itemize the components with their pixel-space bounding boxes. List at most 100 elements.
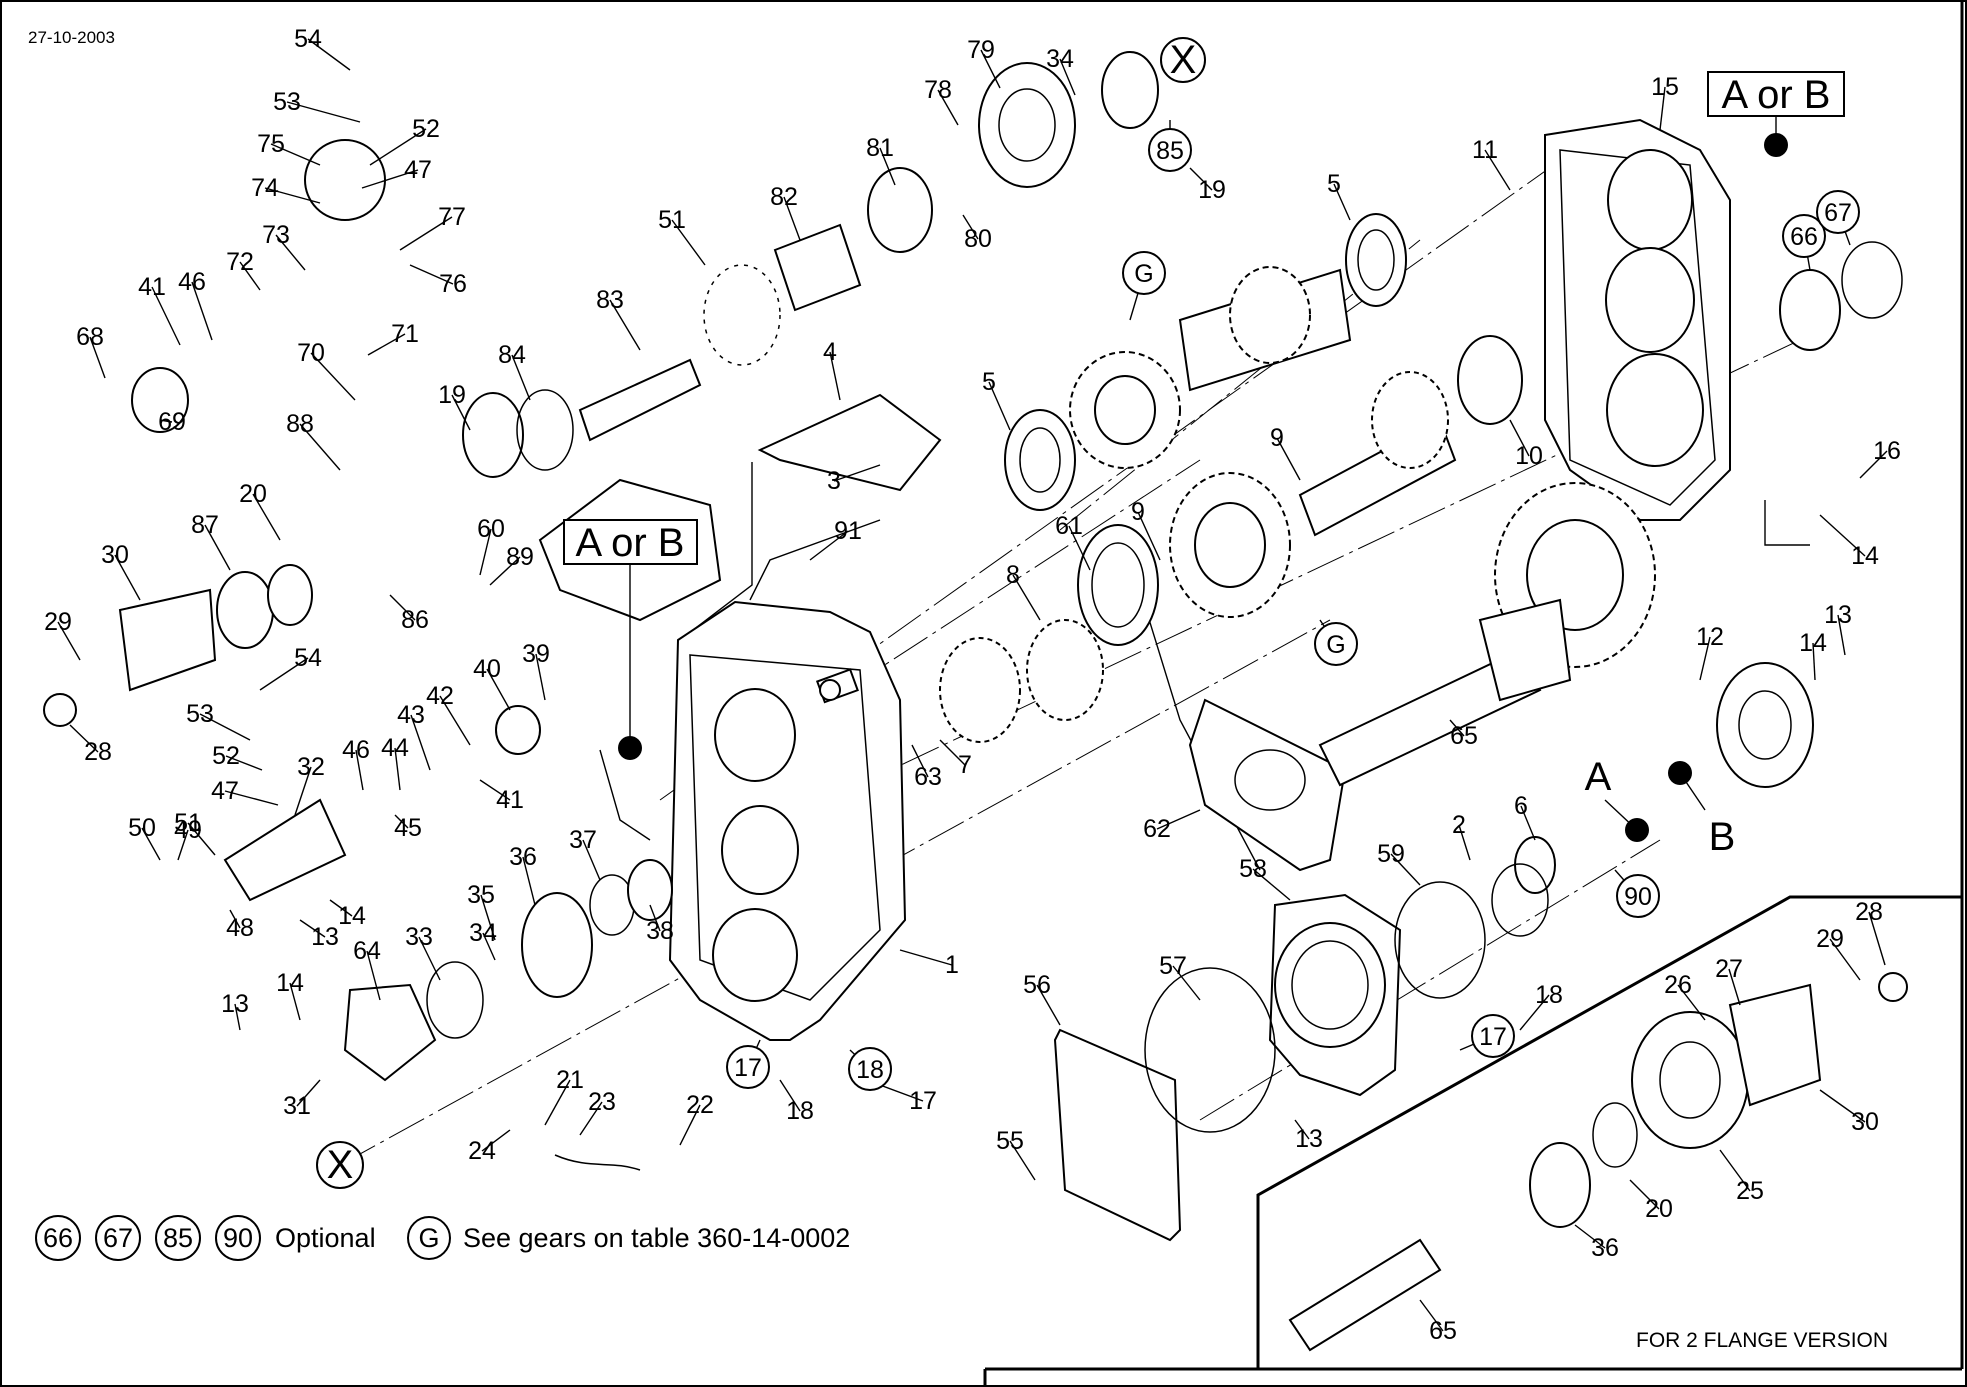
part-number-label: 52	[212, 742, 240, 770]
part-number-label: 18	[856, 1056, 884, 1084]
label-circle	[1314, 622, 1358, 666]
gear-train	[939, 213, 1903, 937]
part-number-label: 64	[353, 937, 381, 965]
leader-line	[1012, 574, 1041, 621]
part-number-label: 57	[1159, 952, 1187, 980]
part-number-label: 59	[1377, 840, 1405, 868]
part-number-label: 91	[834, 517, 862, 545]
part-number-label: 34	[1046, 45, 1074, 73]
leader-line	[1333, 183, 1351, 221]
o-ring-57	[1144, 967, 1276, 1133]
coupling-81	[867, 167, 933, 253]
part-number-label: 7	[958, 751, 972, 779]
leader-line	[234, 1003, 241, 1031]
cap-40	[495, 705, 541, 755]
leader-line	[275, 234, 306, 271]
part-number-label: 73	[262, 221, 290, 249]
legend-optional-number: 67	[103, 1223, 133, 1253]
part-number-label: 62	[1143, 815, 1171, 843]
leader-line	[259, 657, 309, 691]
part-number-label: 20	[239, 480, 267, 508]
part-number-label: 24	[468, 1137, 496, 1165]
part-number-label: 66	[1790, 223, 1818, 251]
part-number-label: 65	[1429, 1317, 1457, 1345]
part-number-label: 41	[138, 273, 166, 301]
leader-line	[418, 936, 441, 981]
part-number-label: 47	[404, 156, 432, 184]
part-number-label: 1	[945, 951, 959, 979]
part-number-label: 49	[174, 816, 202, 844]
leader-line	[649, 904, 661, 932]
seal-20	[267, 564, 313, 626]
leader-line	[225, 755, 263, 771]
sleeve-82	[773, 223, 862, 312]
leader-line	[451, 394, 471, 431]
leader-line	[579, 1101, 603, 1136]
leader-line	[511, 354, 531, 401]
legend-optional-text: Optional	[275, 1223, 376, 1253]
leader-line	[307, 38, 351, 71]
part-number-label: 17	[1479, 1023, 1507, 1051]
leader-line	[89, 336, 106, 379]
leader-line	[1574, 1224, 1606, 1249]
leader-line	[299, 423, 341, 471]
part-number-label: 34	[469, 919, 497, 947]
leader-line	[389, 594, 416, 621]
bearing-10	[1457, 335, 1523, 425]
part-number-label: 51	[174, 809, 202, 837]
part-number-label: 3	[827, 467, 841, 495]
part-number-label: 23	[588, 1088, 616, 1116]
gear-lower-left	[939, 637, 1021, 743]
part-number-label: 36	[509, 843, 537, 871]
part-number-label: 4	[823, 338, 837, 366]
label-circle	[1782, 214, 1826, 258]
part-number-label: 46	[342, 736, 370, 764]
leader-line	[522, 856, 536, 906]
part-number-label: 18	[786, 1097, 814, 1125]
part-number-label: 70	[297, 339, 325, 367]
part-number-label: 44	[381, 734, 409, 762]
part-number-label: 16	[1873, 437, 1901, 465]
o-ring-59	[1394, 881, 1486, 999]
callout-b: B	[1668, 761, 1735, 859]
label-circle	[1616, 874, 1660, 918]
part-number-label: 58	[1239, 855, 1267, 883]
part-number-label: 82	[770, 183, 798, 211]
leader-line	[609, 299, 641, 351]
legend-optional-number: 66	[43, 1223, 73, 1253]
leader-line	[355, 749, 364, 791]
leader-line	[1068, 525, 1091, 571]
part-number-label: 83	[596, 286, 624, 314]
leader-line	[439, 695, 471, 746]
part-number-label: 42	[426, 682, 454, 710]
leader-line	[296, 1079, 321, 1107]
leader-line	[937, 89, 959, 126]
inset-bearing-36	[1529, 1142, 1591, 1228]
leader-line	[486, 668, 511, 711]
part-number-label: 47	[211, 777, 239, 805]
leader-line	[114, 554, 141, 601]
part-number-label: 53	[186, 700, 214, 728]
leader-line	[369, 128, 427, 166]
leader-line	[270, 143, 321, 166]
part-number-label: 75	[257, 130, 285, 158]
part-number-label: 25	[1736, 1177, 1764, 1205]
part-number-label: 14	[338, 902, 366, 930]
gearbox-housing	[668, 600, 907, 1041]
part-number-label: 19	[438, 381, 466, 409]
part-number-label: 6	[1514, 792, 1528, 820]
snapring-84	[516, 389, 574, 471]
gear-large-mid	[1169, 472, 1291, 618]
leader-line	[191, 281, 213, 341]
leader-line	[480, 894, 496, 941]
callout-x-bottom: X	[316, 1141, 364, 1189]
ball-ring-51	[703, 264, 781, 366]
legend: Optional G See gears on table 360-14-000…	[35, 1215, 850, 1261]
leader-line	[204, 524, 231, 571]
leader-line	[1449, 719, 1465, 737]
part-number-label: 69	[158, 408, 186, 436]
needle-38	[627, 859, 673, 921]
part-number-label: 51	[658, 206, 686, 234]
inset-seal-20	[1592, 1102, 1638, 1168]
